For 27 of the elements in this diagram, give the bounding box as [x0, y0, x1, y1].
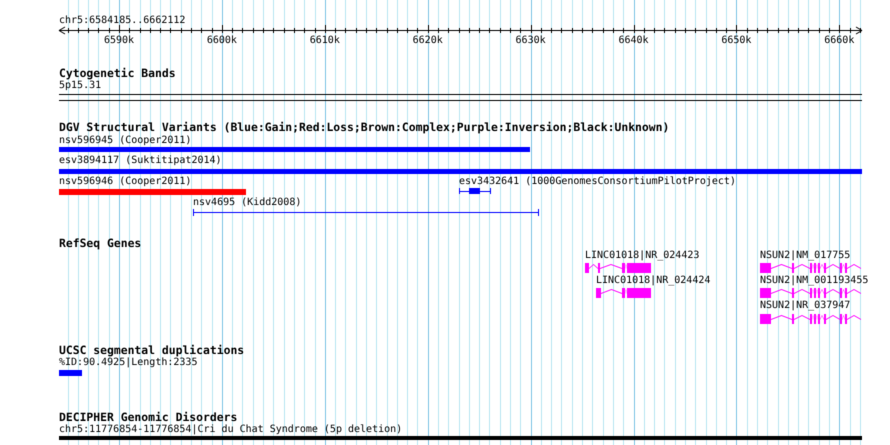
coordinate-label: chr5:6584185..6662112	[59, 15, 186, 27]
tick-label: 6640k	[618, 35, 649, 47]
variant-label: nsv596946 (Cooper2011)	[59, 176, 192, 188]
track-title: DECIPHER Genomic Disorders	[59, 411, 238, 423]
variant-label: esv3432641 (1000GenomesConsortiumPilotProject)	[459, 176, 736, 188]
tick-label: 6660k	[824, 35, 854, 47]
tick-label: 6600k	[206, 35, 237, 47]
gene-label: LINC01018|NR_024423	[585, 250, 700, 262]
tick-label: 6620k	[412, 35, 443, 47]
gene-label: LINC01018|NR_024424	[596, 275, 710, 287]
variant-label: nsv596945 (Cooper2011)	[59, 135, 192, 147]
tick-label: 6610k	[310, 35, 340, 47]
tick-label: 6650k	[721, 35, 752, 47]
tick-label: 6630k	[516, 35, 546, 47]
tick-label: 6590k	[104, 35, 134, 47]
track-title: DGV Structural Variants (Blue:Gain;Red:Loss;Brown:Complex;Purple:Inversion;Black:Unknown)	[59, 121, 670, 133]
duplication-label: %ID:90.4925|Length:2335	[59, 357, 198, 369]
variant-label: esv3894117 (Suktitipat2014)	[59, 155, 222, 167]
variant-label: nsv4695 (Kidd2008)	[193, 197, 302, 209]
disorder-label: chr5:11776854-11776854|Cri du Chat Syndrome (5p deletion)	[59, 424, 402, 436]
track-title: UCSC segmental duplications	[59, 344, 244, 356]
gene-label: NSUN2|NM_001193455	[760, 275, 868, 287]
band-label: 5p15.31	[59, 80, 102, 92]
track-title: RefSeq Genes	[59, 237, 142, 249]
gene-label: NSUN2|NR_037947	[760, 300, 850, 312]
gene-label: NSUN2|NM_017755	[760, 250, 850, 262]
track-title: Cytogenetic Bands	[59, 67, 176, 79]
